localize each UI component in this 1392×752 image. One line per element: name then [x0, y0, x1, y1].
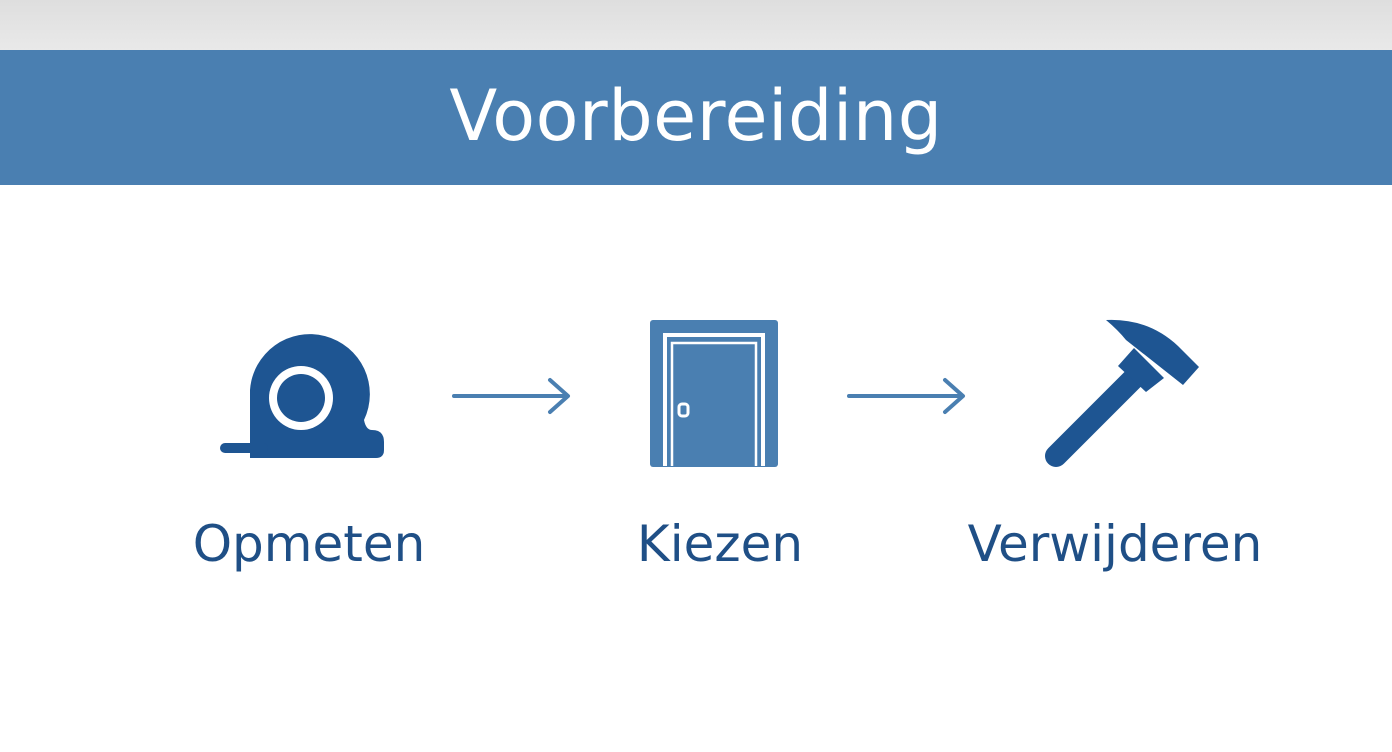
tape-measure-icon: [214, 332, 394, 467]
door-icon: [648, 319, 780, 468]
arrow-right-icon: [450, 376, 574, 416]
top-strip: [0, 0, 1392, 50]
arrow-right-icon: [845, 376, 969, 416]
hammer-icon: [1040, 312, 1210, 472]
header-banner: Voorbereiding: [0, 50, 1392, 185]
step-label-opmeten: Opmeten: [192, 515, 426, 573]
step-label-verwijderen: Verwijderen: [967, 515, 1263, 573]
step-label-kiezen: Kiezen: [636, 515, 804, 573]
page-title: Voorbereiding: [449, 74, 943, 157]
